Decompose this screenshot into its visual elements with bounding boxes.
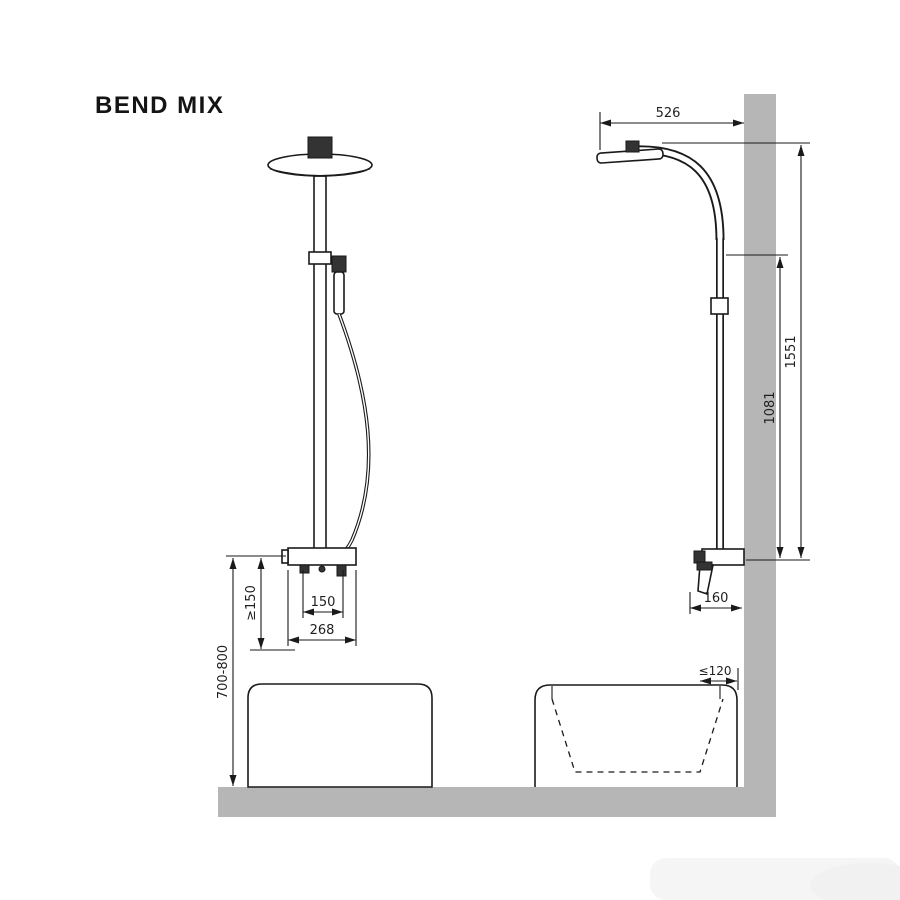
curved-shower-arm-inner bbox=[633, 147, 723, 241]
slider-bracket bbox=[308, 251, 332, 265]
shower-head-rim bbox=[269, 168, 371, 176]
mixer-front-knob bbox=[693, 550, 706, 564]
ext-lines-left-path bbox=[226, 555, 357, 651]
dimension-riser-height: 1081 bbox=[763, 257, 784, 558]
head-joint-nub bbox=[625, 140, 640, 153]
watermark-smudge bbox=[650, 858, 900, 900]
extension-lines-right bbox=[599, 112, 810, 690]
dimension-valve-width: 268 bbox=[288, 623, 356, 644]
dim-label-150: 150 bbox=[311, 595, 336, 610]
page-title: BEND MIX bbox=[95, 92, 224, 119]
shower-hose-inner bbox=[338, 313, 370, 555]
hand-shower-side-head bbox=[696, 561, 713, 571]
dim-label-268: 268 bbox=[310, 623, 335, 638]
dim-label-160: 160 bbox=[704, 591, 729, 606]
dimension-max-tub-gap: ≤120 bbox=[699, 664, 737, 685]
right-bathtub-section bbox=[534, 684, 738, 787]
dimension-head-to-wall: 526 bbox=[600, 106, 744, 127]
mixer-outlet-left bbox=[299, 564, 310, 574]
shower-hose-outer bbox=[337, 313, 371, 556]
dimension-min-clearance: ≥150 bbox=[244, 558, 265, 649]
left-bathtub-front bbox=[247, 683, 433, 788]
hand-shower-handle bbox=[333, 271, 345, 315]
mixer-center-knob bbox=[318, 565, 326, 573]
tub-interior-dashed bbox=[551, 698, 724, 773]
dim-label-120: ≤120 bbox=[699, 664, 732, 678]
dimension-install-height: 700-800 bbox=[216, 558, 237, 786]
extension-lines-left bbox=[226, 555, 357, 651]
curved-shower-arm-outer bbox=[633, 145, 725, 241]
ext-lines-right-path bbox=[599, 112, 810, 690]
mixer-valve-body bbox=[287, 547, 357, 566]
side-view-shower bbox=[596, 140, 745, 596]
pipe-union-connector bbox=[710, 297, 729, 315]
head-connector-block bbox=[307, 136, 333, 159]
dim-label-1081: 1081 bbox=[763, 391, 778, 424]
dim-label-1551: 1551 bbox=[784, 335, 799, 368]
mixer-hose-connector bbox=[336, 564, 347, 577]
hand-shower-head bbox=[331, 255, 347, 273]
dimension-outlet-centers: 150 bbox=[303, 595, 343, 616]
dimension-total-height: 1551 bbox=[784, 145, 805, 558]
tub-outer-shell bbox=[534, 684, 738, 787]
smudge-shape-2 bbox=[810, 863, 900, 900]
front-view-shower bbox=[267, 136, 373, 577]
dimension-valve-depth: 160 bbox=[690, 591, 742, 612]
floor-section bbox=[218, 787, 744, 817]
dim-label-700-800: 700-800 bbox=[216, 645, 231, 699]
wall-section bbox=[744, 94, 776, 817]
dim-label-526: 526 bbox=[656, 106, 681, 121]
dim-label-min150: ≥150 bbox=[244, 585, 259, 621]
shower-riser-pipe bbox=[313, 175, 327, 555]
